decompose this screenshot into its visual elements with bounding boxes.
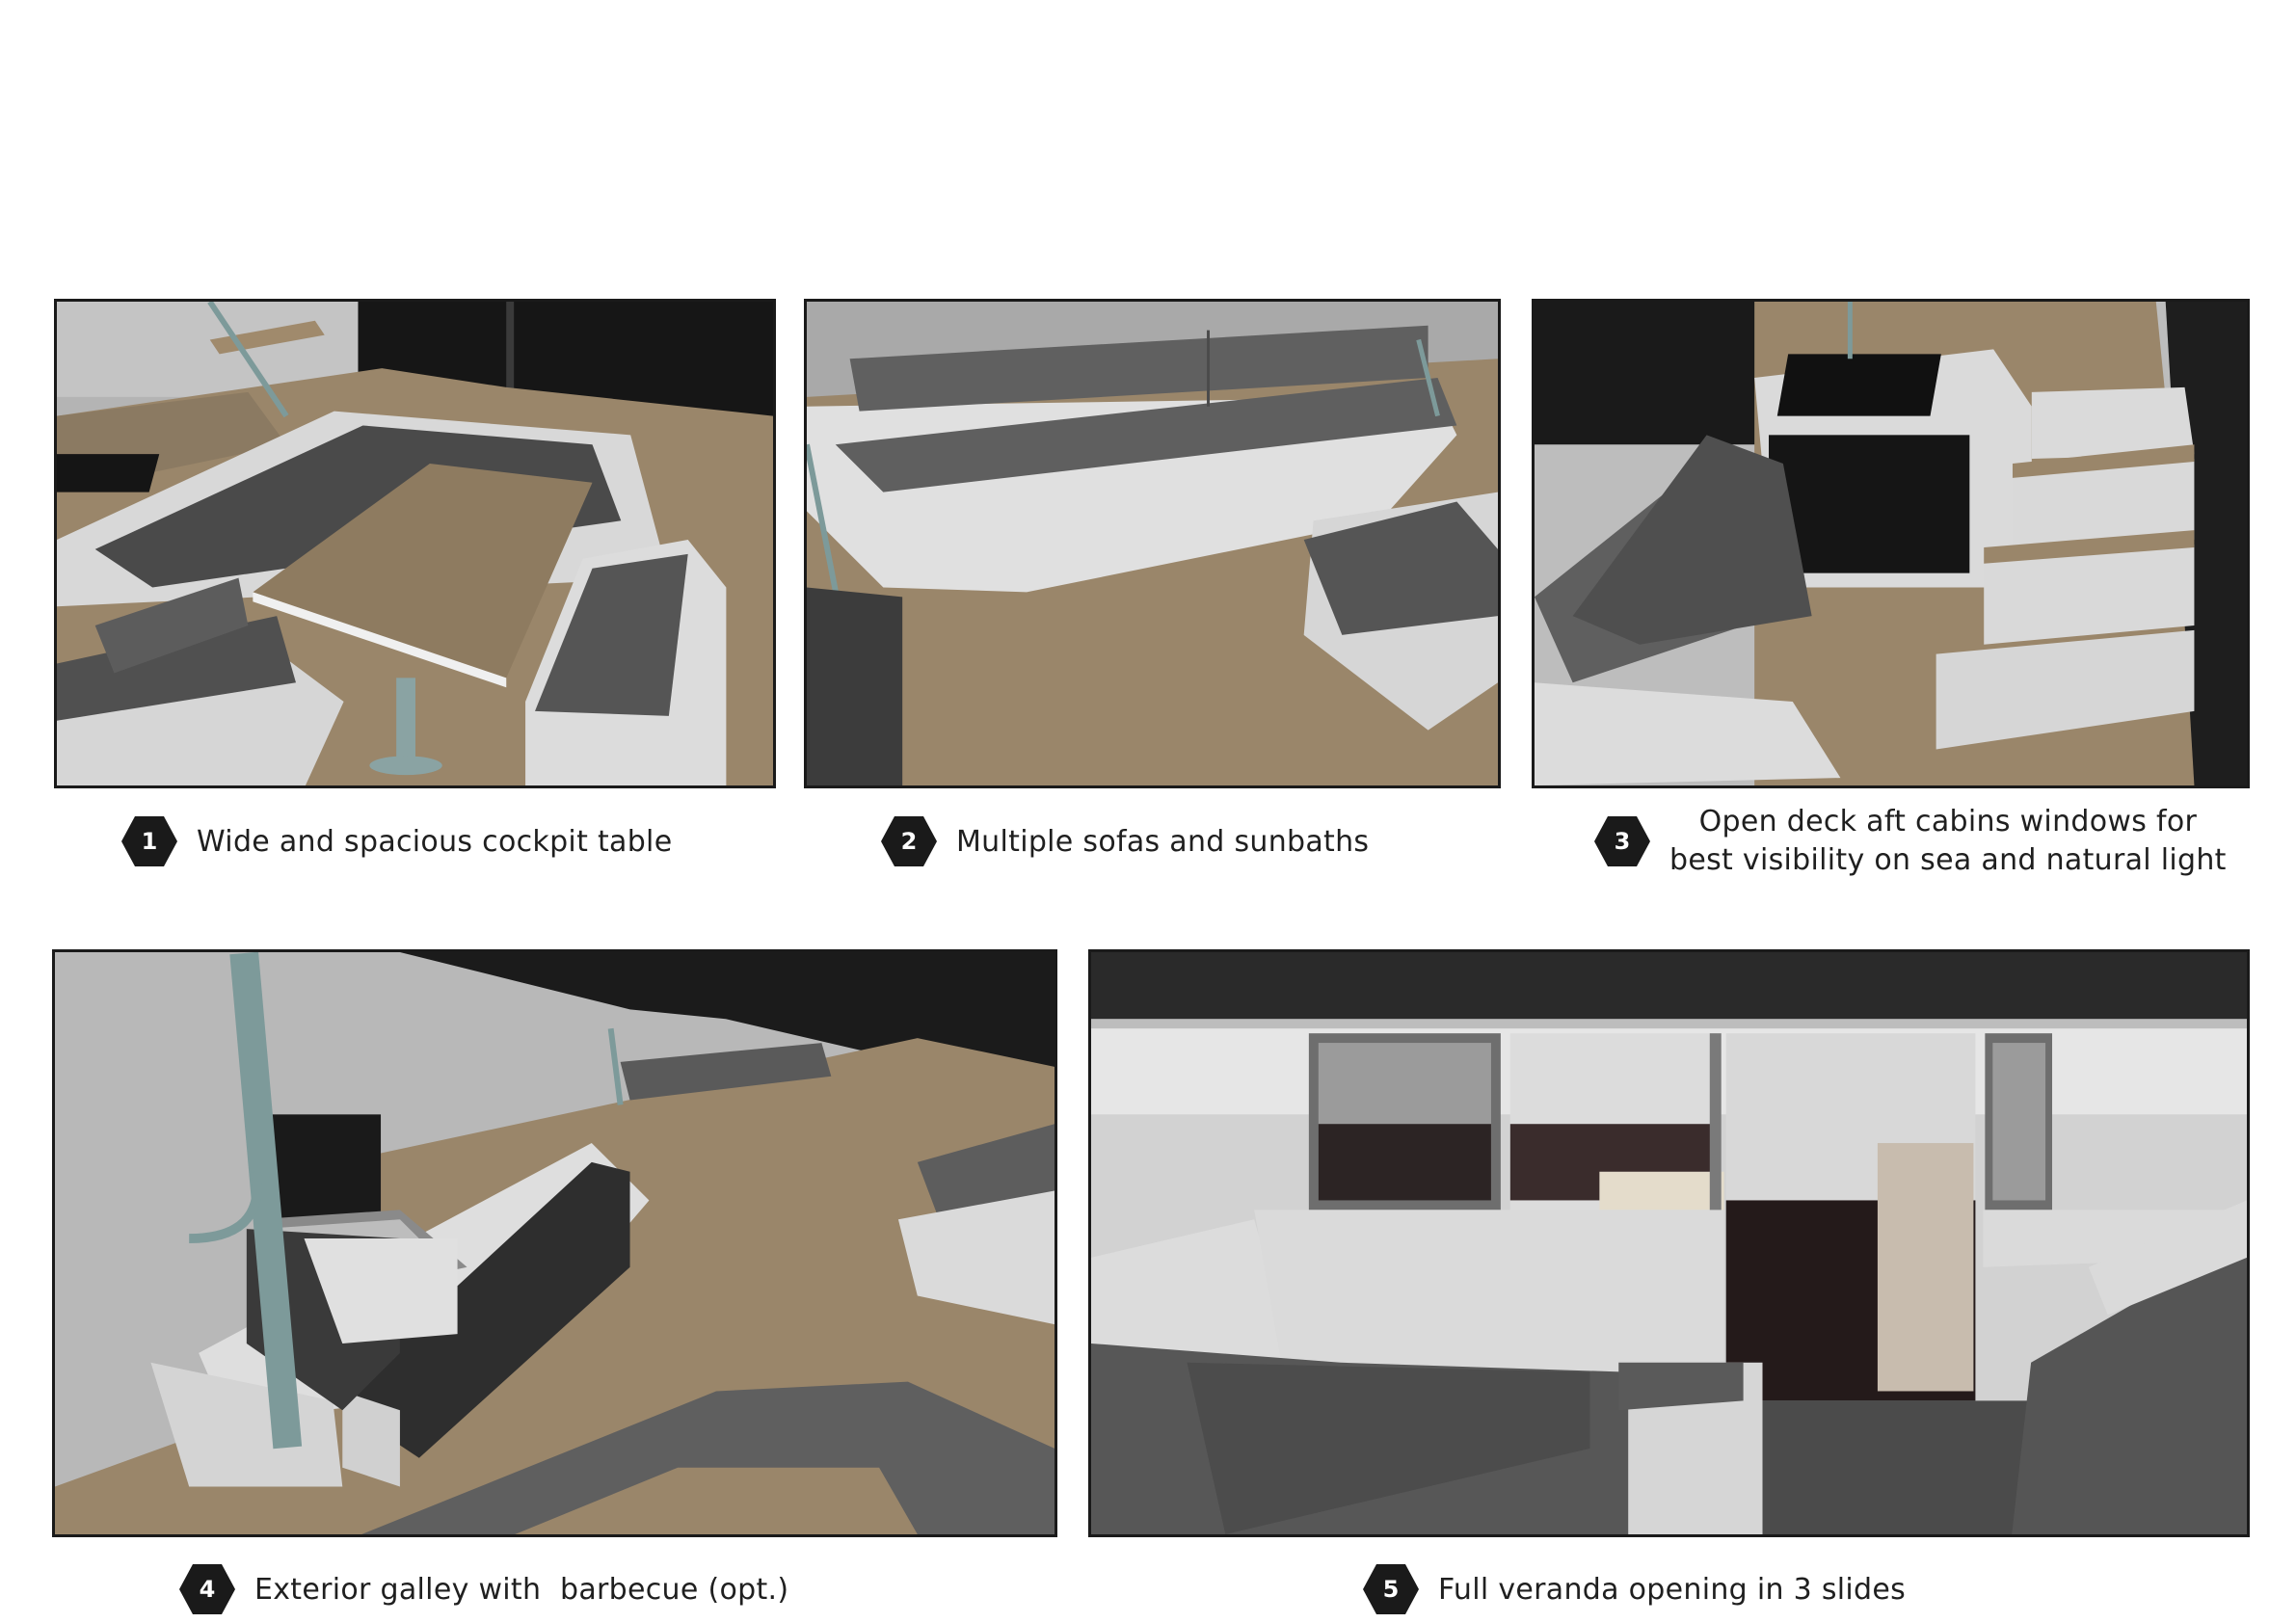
caption-3: 3 Open deck aft cabins windows for best … xyxy=(1594,803,2227,880)
caption-text-1: Wide and spacious cockpit table xyxy=(197,824,673,859)
open-deck-illustration xyxy=(1535,302,2247,785)
cockpit-table-illustration xyxy=(57,302,773,785)
render-cockpit-table xyxy=(54,299,776,788)
badge-1: 1 xyxy=(121,816,177,866)
render-open-deck-aft xyxy=(1532,299,2250,788)
badge-2: 2 xyxy=(881,816,937,866)
badge-3: 3 xyxy=(1594,816,1650,866)
render-veranda-opening xyxy=(1088,949,2250,1537)
sofas-illustration xyxy=(807,302,1498,785)
badge-5: 5 xyxy=(1363,1564,1419,1614)
caption-3-line-2: best visibility on sea and natural light xyxy=(1669,843,2227,877)
caption-text-2: Multiple sofas and sunbaths xyxy=(956,824,1370,859)
caption-4: 4 Exterior galley with barbecue (opt.) xyxy=(179,1564,788,1614)
caption-1: 1 Wide and spacious cockpit table xyxy=(121,816,672,866)
caption-text-5: Full veranda opening in 3 slides xyxy=(1438,1572,1907,1607)
veranda-illustration xyxy=(1091,952,2247,1534)
badge-4: 4 xyxy=(179,1564,235,1614)
render-sofas-sunbaths xyxy=(804,299,1501,788)
caption-text-3: Open deck aft cabins windows for best vi… xyxy=(1669,803,2227,880)
render-exterior-galley xyxy=(52,949,1057,1537)
caption-3-line-1: Open deck aft cabins windows for xyxy=(1698,805,2198,838)
caption-5: 5 Full veranda opening in 3 slides xyxy=(1363,1564,1906,1614)
caption-2: 2 Multiple sofas and sunbaths xyxy=(881,816,1369,866)
caption-text-4: Exterior galley with barbecue (opt.) xyxy=(254,1572,789,1607)
exterior-galley-illustration xyxy=(55,952,1055,1534)
